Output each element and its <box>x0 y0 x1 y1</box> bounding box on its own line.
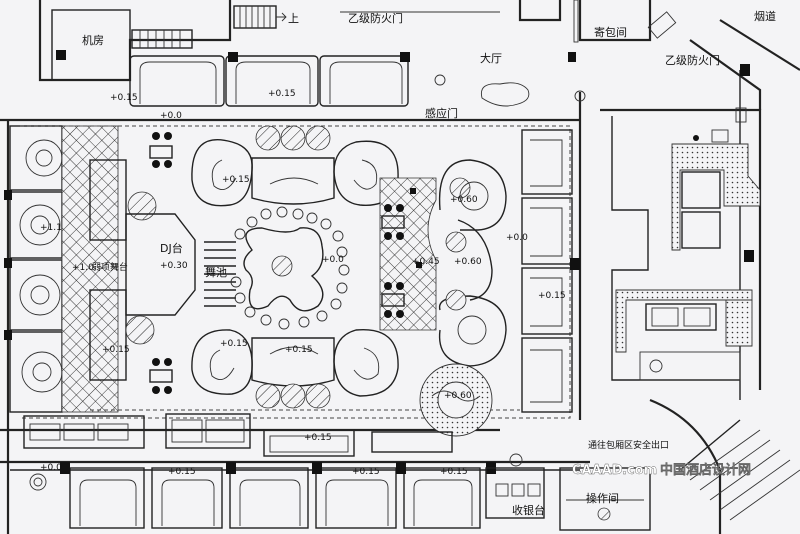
cashier-label: 收银台 <box>512 503 545 517</box>
level-right-booth-2: +0.15 <box>538 291 566 301</box>
chimney-label: 烟道 <box>754 9 776 23</box>
dance-steps: 舞池 <box>204 241 236 307</box>
left-bar-counters <box>89 159 157 381</box>
watermark-dotcom: .com <box>622 463 657 478</box>
level-dance-center: +0.0 <box>322 255 344 265</box>
cashier-area: 收银台 <box>485 453 545 519</box>
cloakroom-label: 寄包间 <box>594 25 627 39</box>
machine-room: 机房 <box>51 9 131 81</box>
watermark: CAAAD .com 中国酒店设计网 <box>572 462 751 478</box>
right-round-booths: +0.60 <box>438 159 507 367</box>
level-left-booth: +1.15 <box>40 223 68 233</box>
level-top-booth: +0.15 <box>268 89 296 99</box>
level-bar: +1.0 <box>72 263 94 273</box>
round-stage: +0.60 <box>419 363 493 437</box>
level-bottom-booth-3: +0.15 <box>440 467 468 477</box>
watermark-brand: CAAAD <box>572 463 623 478</box>
exit-note-label: 通往包厢区安全出口 <box>588 439 669 451</box>
level-right-bar: +0.45 <box>412 257 440 267</box>
machine-room-label: 机房 <box>82 33 104 47</box>
level-bottom-left: +0.0 <box>40 463 62 473</box>
control-room-label: 操作间 <box>586 491 619 505</box>
right-bar-tables <box>381 188 422 318</box>
watermark-site: 中国酒店设计网 <box>660 462 751 478</box>
level-upper-lounge: +0.15 <box>222 175 250 185</box>
sensor-door-label: 感应门 <box>425 106 458 120</box>
secondary-stage-label: 弱项舞台 <box>92 261 128 273</box>
fire-door-right-label: 乙级防火门 <box>665 53 720 67</box>
level-right-bar-2: +0.60 <box>454 257 482 267</box>
level-bottom-counter: +0.15 <box>304 433 332 443</box>
left-tables <box>149 132 173 394</box>
right-bar-grid <box>379 177 437 331</box>
dj-booth-label: DJ台 <box>160 241 183 255</box>
level-dj: +0.30 <box>160 261 188 271</box>
control-room: 操作间 <box>559 398 800 534</box>
fire-door-top-label: 乙级防火门 <box>348 11 403 25</box>
right-wing <box>611 107 761 381</box>
right-booths: +0.0 +0.15 <box>506 129 580 413</box>
level-top-left: +0.0 <box>160 111 182 121</box>
lobby-furniture <box>434 0 750 107</box>
dance-floor: +0.0 <box>230 206 350 330</box>
level-right-booth: +0.0 <box>506 233 528 243</box>
level-bottom-booth-2: +0.15 <box>352 467 380 477</box>
stairs-left <box>131 29 193 49</box>
lobby-label: 大厅 <box>480 51 502 65</box>
dj-platform: DJ台 +0.30 +0.0 +0.15 <box>102 111 196 355</box>
bottom-left-counters: +0.15 <box>23 413 453 457</box>
level-round-stage: +0.60 <box>444 391 472 401</box>
stair-up-label: 上 <box>288 12 299 25</box>
upper-lounge: +0.15 <box>191 125 399 207</box>
lower-lounge: +0.15 +0.15 <box>191 328 399 409</box>
level-bottom-booth-1: +0.15 <box>168 467 196 477</box>
left-booths: +1.15 <box>4 125 68 413</box>
top-booths: +0.15 <box>129 52 410 107</box>
level-right-round: +0.60 <box>450 195 478 205</box>
dance-floor-label: 舞池 <box>205 266 227 279</box>
level-left-lower: +0.15 <box>102 345 130 355</box>
stairs-top: 上 <box>233 5 299 29</box>
level-lower-lounge: +0.15 <box>220 339 248 349</box>
level-lower-center: +0.15 <box>285 345 313 355</box>
bottom-booths: +0.15 +0.15 +0.15 <box>29 462 496 529</box>
level-top-booth-note: +0.15 <box>110 93 138 103</box>
